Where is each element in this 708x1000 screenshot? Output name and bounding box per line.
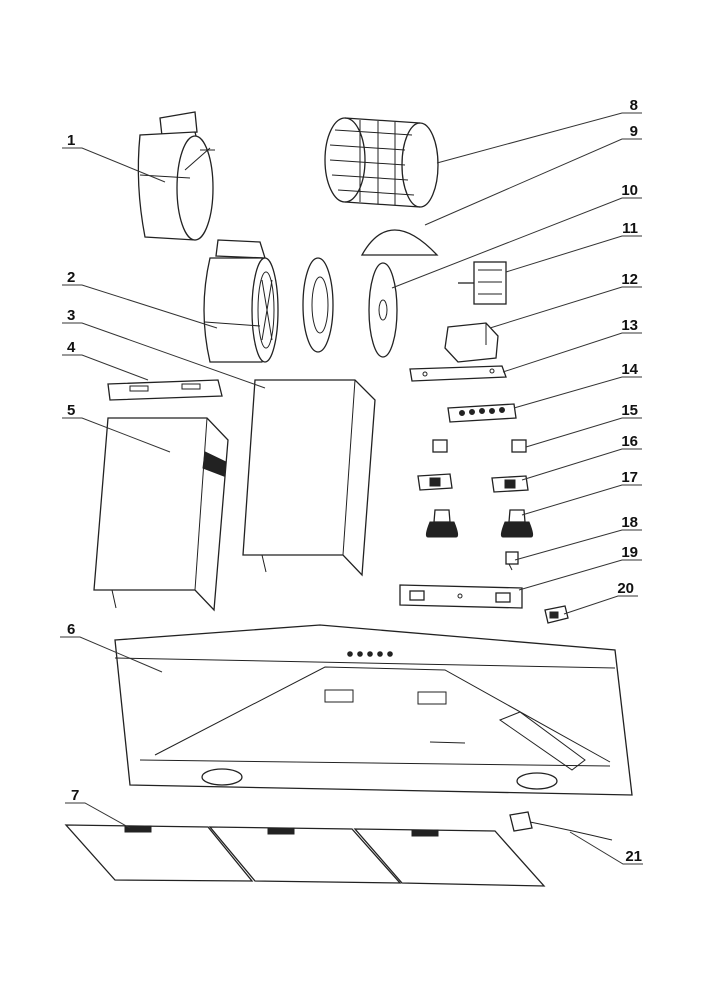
label-9: 9 — [630, 123, 638, 140]
label-8: 8 — [630, 97, 638, 114]
part-16-lamp-mounts — [417, 473, 529, 493]
label-12: 12 — [621, 271, 638, 288]
part-9-dome-cover — [360, 229, 439, 256]
label-1: 1 — [67, 132, 75, 149]
label-19: 19 — [621, 544, 638, 561]
label-16: 16 — [621, 433, 638, 450]
part-4-mounting-bracket — [107, 379, 223, 401]
part-8-fan-wheel — [324, 117, 439, 208]
label-11: 11 — [622, 220, 638, 237]
label-21: 21 — [625, 848, 642, 865]
label-15: 15 — [621, 402, 638, 419]
part-13-bracket — [409, 365, 507, 382]
label-17: 17 — [621, 469, 638, 486]
label-13: 13 — [621, 317, 638, 334]
part-14-control-strip — [447, 403, 517, 423]
label-2: 2 — [67, 269, 75, 286]
part-2-blower-motor — [203, 239, 279, 363]
part-18-clip — [505, 551, 519, 571]
part-19-lamp-plate — [399, 584, 523, 609]
part-3-upper-chimney — [242, 379, 376, 577]
part-17-bulbs — [425, 509, 534, 538]
part-12-capacitor — [444, 322, 499, 363]
part-7-grease-filters — [64, 824, 546, 887]
label-20: 20 — [617, 580, 634, 597]
leader-lines — [60, 112, 643, 865]
label-6: 6 — [67, 621, 75, 638]
part-21-power-cord — [509, 811, 613, 841]
label-4: 4 — [67, 339, 76, 356]
part-6-hood-body — [114, 624, 633, 796]
part-1-motor-housing — [137, 111, 215, 241]
part-11-switch — [458, 261, 507, 305]
label-18: 18 — [621, 514, 638, 531]
label-3: 3 — [67, 307, 75, 324]
number-labels: 1 2 3 4 5 6 7 8 9 10 11 12 13 14 15 16 1… — [67, 97, 642, 865]
part-20-rocker-switch — [544, 605, 569, 624]
label-5: 5 — [67, 402, 75, 419]
label-10: 10 — [621, 182, 638, 199]
label-14: 14 — [621, 361, 638, 378]
label-7: 7 — [71, 787, 79, 804]
part-10-rings — [302, 257, 398, 358]
part-5-lower-chimney — [93, 417, 229, 612]
part-15-lamp-holders — [432, 439, 527, 453]
